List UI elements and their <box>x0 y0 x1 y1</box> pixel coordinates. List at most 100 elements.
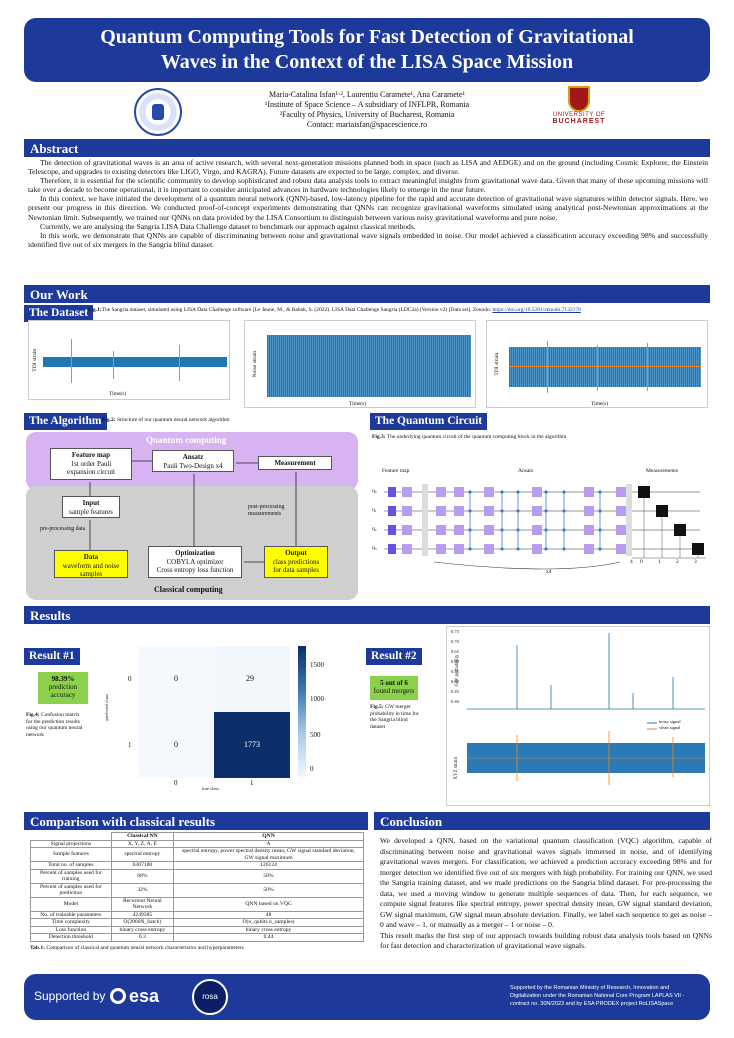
quantum-circuit-diagram: Feature map Ansatz Measurements q₀ q₁ q₂… <box>370 466 710 578</box>
badge-line: accuracy <box>50 691 76 699</box>
legend-clean: clean signal <box>659 725 681 730</box>
footer-bar: Supported by esa rosa Supported by the R… <box>24 974 710 1020</box>
cm-value: 1773 <box>244 740 260 749</box>
dataset-caption: Fig.1:The Sangria dataset, simulated usi… <box>88 307 708 314</box>
hadamard-gate <box>388 487 396 497</box>
cz-dot <box>544 509 548 513</box>
table-cell: 126124 <box>173 861 364 870</box>
barrier <box>422 484 428 556</box>
abstract-paragraph: In this work, we demonstrate that QNNs a… <box>28 230 708 249</box>
gw-plot-svg <box>467 633 705 785</box>
measure-gate <box>674 524 686 536</box>
rotation-gate <box>584 506 594 516</box>
row-header: Percent of samples used for prediction <box>30 882 112 898</box>
circuit-heading: The Quantum Circuit <box>370 413 488 430</box>
rotation-gate <box>532 506 542 516</box>
meas-out-label: 1 <box>658 559 661 565</box>
row-header: Total no. of samples <box>30 861 112 870</box>
table-cell: O(n_qubits n_samples) <box>173 918 364 927</box>
cm-colorbar <box>298 646 306 778</box>
repeat-label: x4 <box>546 569 552 575</box>
cz-dot <box>562 547 566 551</box>
rotation-gate <box>484 544 494 554</box>
gw-ytick: 0.40 <box>451 699 459 704</box>
hadamard-gate <box>388 506 396 516</box>
rotation-gate <box>436 487 446 497</box>
hadamard-gate <box>388 544 396 554</box>
dataset-plot-2: Noise strain Time(s) <box>244 320 476 408</box>
rotation-gate <box>454 525 464 535</box>
rotation-gate <box>616 487 626 497</box>
node-line: samples <box>79 570 103 578</box>
author-names: Maria-Catalina Isfan¹·², Laurentiu Caram… <box>269 90 465 99</box>
table-cell: binary cross entropy <box>110 925 175 934</box>
postprocessing-label: post-processing measurements <box>248 504 285 517</box>
badge-line: prediction <box>48 683 78 691</box>
rotation-gate <box>616 525 626 535</box>
qubit-label: q₃ <box>372 545 377 551</box>
table-cell: A <box>173 839 364 848</box>
cz-dot <box>562 528 566 532</box>
result2-heading: Result #2 <box>366 648 422 665</box>
caption-label: Fig.5: <box>370 704 384 710</box>
legend-noisy: noisy signal <box>659 719 681 724</box>
preprocessing-label: pre-processing data <box>40 526 86 532</box>
cz-dot <box>598 528 602 532</box>
node-line: Pauli Two-Design x4 <box>163 461 223 470</box>
qubit-label: q₂ <box>372 526 377 532</box>
caption-text: The underlying quantum circuit of the qu… <box>385 434 567 440</box>
measure-gate <box>656 505 668 517</box>
barrier <box>626 484 632 556</box>
page-title: Quantum Computing Tools for Fast Detecti… <box>24 18 710 82</box>
cm-cell <box>214 646 290 712</box>
supported-by-label: Supported by <box>34 989 106 1003</box>
row-header: Model <box>30 896 112 912</box>
node-line: for data samples <box>273 566 319 574</box>
dataset-plot-1: TDI strain Time(s) <box>28 320 230 400</box>
rotation-gate <box>454 487 464 497</box>
cm-value: 0 <box>174 674 178 683</box>
esa-logo-icon <box>110 988 126 1004</box>
cz-dot <box>516 509 520 513</box>
university-logo-line1: UNIVERSITY OF <box>552 112 606 118</box>
cm-ytick: 0 <box>128 675 132 683</box>
rotation-gate <box>484 525 494 535</box>
qubit-label: q₀ <box>372 488 377 494</box>
row-header: Detection threshold <box>30 933 112 942</box>
abstract-paragraph: Therefore, it is essential for the scien… <box>28 176 708 195</box>
gw-ytick-group: 0.75 0.70 0.65 0.60 0.55 0.50 0.45 0.40 <box>451 629 463 709</box>
rotation-gate <box>436 525 446 535</box>
meas-out-label: 3 <box>694 559 697 565</box>
rosa-logo: rosa <box>192 979 228 1015</box>
algorithm-heading: The Algorithm <box>24 413 107 430</box>
dataset-heading: The Dataset <box>24 305 94 322</box>
caption-text: Structure of our quantum neural network … <box>115 417 230 423</box>
cz-dot <box>544 547 548 551</box>
zenodo-link[interactable]: https://doi.org/10.5281/zenodo.7132178 <box>492 307 581 313</box>
plot-ylabel: TDI strain <box>493 352 500 376</box>
cbar-tick: 500 <box>310 731 321 739</box>
measurements-label: Measurements <box>646 468 679 474</box>
abstract-body: The detection of gravitational waves is … <box>28 158 708 249</box>
university-logo-line2: BUCHAREST <box>552 118 606 125</box>
badge-line: found mergers <box>373 687 415 695</box>
measurement-node: Measurement <box>258 456 332 470</box>
rotation-gate <box>454 506 464 516</box>
node-line: Cross entropy loss function <box>156 566 234 574</box>
cm-xlabel: true class <box>202 786 219 791</box>
node-title: Output <box>285 549 307 557</box>
conclusion-paragraph: This result marks the first step of our … <box>380 930 712 951</box>
hadamard-gate <box>388 525 396 535</box>
table-cell: Recurrent Neural Network <box>110 896 175 912</box>
cz-dot <box>598 490 602 494</box>
plot-ylabel: TDI strain <box>31 348 38 372</box>
cbar-tick: 0 <box>310 765 314 773</box>
abstract-paragraph: In this context, we have initiated the d… <box>28 194 708 222</box>
pauli-gate <box>402 487 412 497</box>
